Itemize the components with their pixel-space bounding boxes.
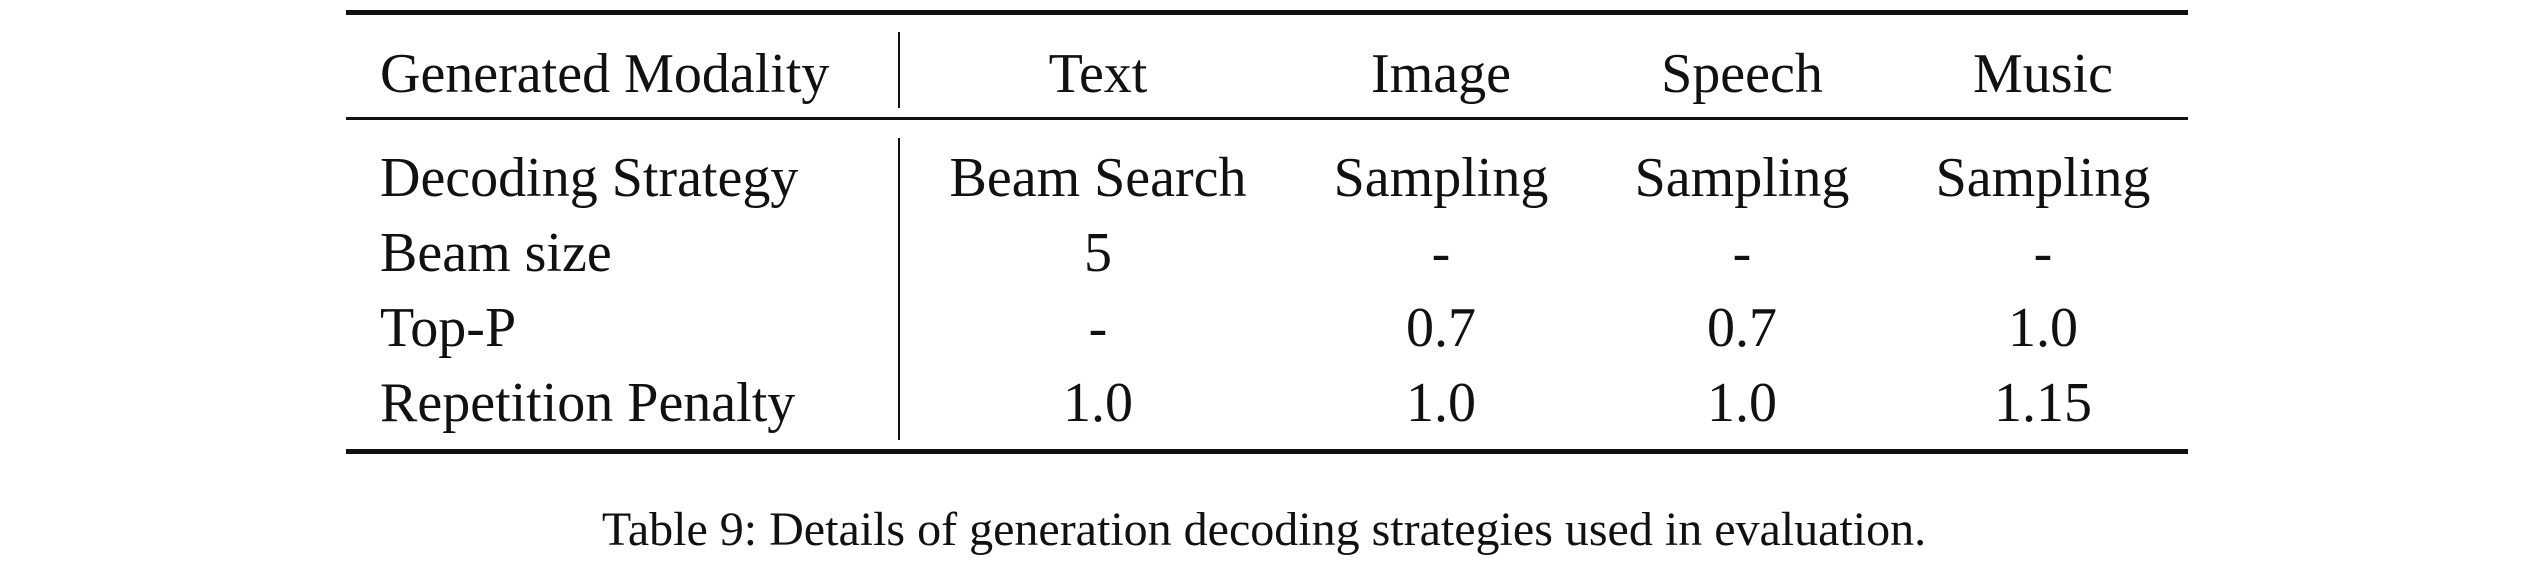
table-cell: Beam Search — [949, 147, 1247, 209]
column-header-speech: Speech — [1661, 43, 1823, 105]
column-header-image: Image — [1371, 43, 1511, 105]
table-cell: 1.0 — [1406, 372, 1476, 434]
table-cell: 1.0 — [1707, 372, 1777, 434]
table-caption: Table 9: Details of generation decoding … — [601, 503, 1927, 556]
table-cell: Sampling — [1935, 147, 2151, 209]
column-header-music: Music — [1973, 43, 2113, 105]
table-cell: - — [1431, 222, 1451, 284]
column-header-text: Text — [1048, 43, 1148, 105]
header-column-separator — [898, 32, 900, 108]
table-cell: 1.15 — [1994, 372, 2092, 434]
table-cell: Sampling — [1634, 147, 1850, 209]
table-cell: - — [1088, 297, 1108, 359]
table-top-rule — [346, 10, 2188, 15]
table-cell: - — [2033, 222, 2053, 284]
row-label-top-p: Top-P — [380, 297, 517, 359]
table-cell: 5 — [1084, 222, 1112, 284]
row-label-repetition-penalty: Repetition Penalty — [380, 372, 796, 434]
table-cell: - — [1732, 222, 1752, 284]
table-bottom-rule — [346, 449, 2188, 454]
table-cell: 1.0 — [1063, 372, 1133, 434]
table-cell: 1.0 — [2008, 297, 2078, 359]
row-label-decoding-strategy: Decoding Strategy — [380, 147, 799, 209]
row-label-beam-size: Beam size — [380, 222, 612, 284]
body-column-separator — [898, 138, 900, 440]
table-header-rule — [346, 117, 2188, 120]
table-cell: 0.7 — [1707, 297, 1777, 359]
table-cell: Sampling — [1333, 147, 1549, 209]
header-label: Generated Modality — [380, 43, 830, 105]
table-cell: 0.7 — [1406, 297, 1476, 359]
